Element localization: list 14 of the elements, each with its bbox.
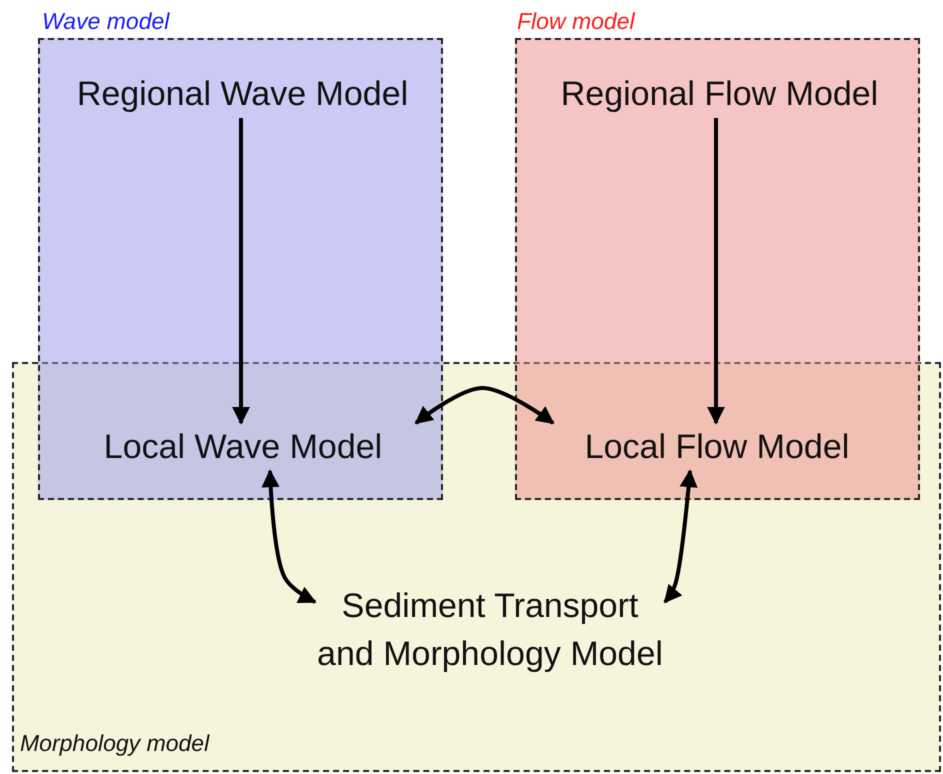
arrow: [232, 118, 250, 425]
region-title: Morphology model: [20, 730, 210, 757]
model-region: [12, 362, 941, 772]
arrow: [414, 386, 554, 425]
arrow: [262, 469, 317, 604]
model-name: Local Wave Model: [70, 423, 416, 471]
arrow: [663, 469, 698, 604]
model-name: Regional Wave Model: [70, 70, 415, 118]
model-name: Local Flow Model: [553, 423, 881, 471]
model-name: Regional Flow Model: [547, 70, 892, 118]
model-name: Sediment Transport and Morphology Model: [315, 582, 665, 678]
arrow: [707, 118, 725, 425]
region-title: Flow model: [517, 8, 635, 35]
region-title: Wave model: [42, 8, 170, 35]
